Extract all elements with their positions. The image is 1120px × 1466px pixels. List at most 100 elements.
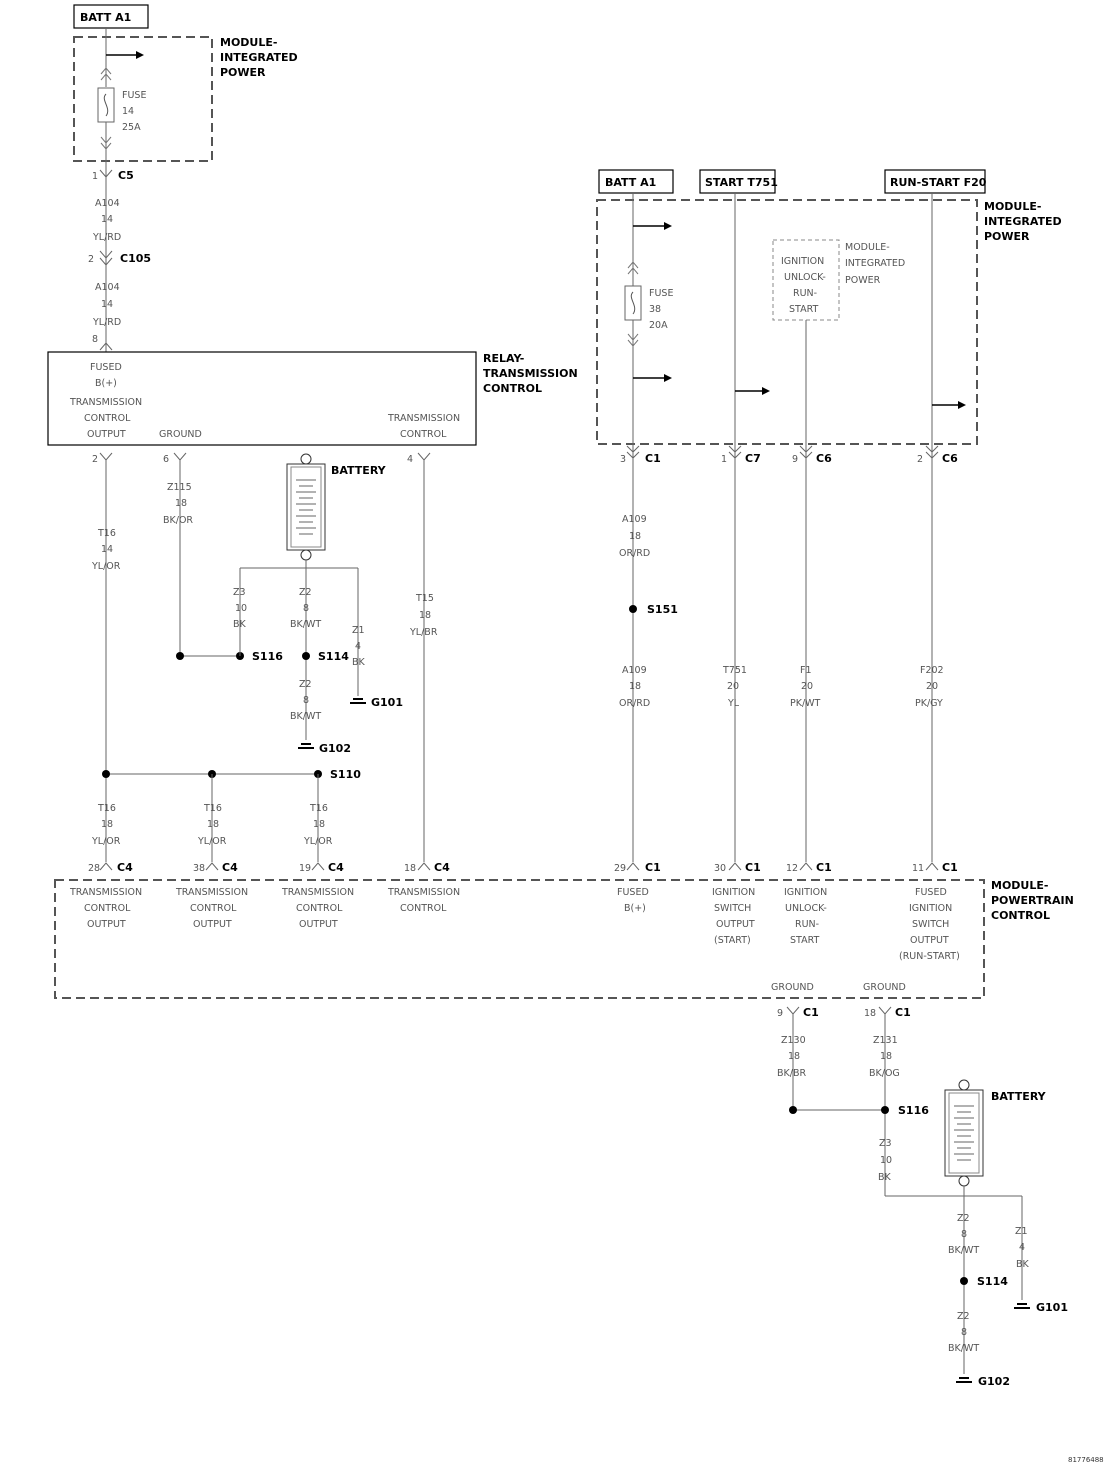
g101-right-label: G101	[1036, 1301, 1068, 1314]
t16-b-1: T16	[203, 803, 222, 814]
fuse-right-text-1: FUSE	[649, 288, 673, 299]
z115-junction-dot	[176, 652, 184, 660]
battery-left-neg-terminal	[300, 549, 312, 561]
g102-right-label: G102	[978, 1375, 1010, 1388]
pcm-c1-12-name: C1	[816, 861, 832, 874]
z130-2: 18	[788, 1051, 800, 1062]
pcm-c4-18-icon	[417, 862, 431, 871]
pcm-p28-2: CONTROL	[84, 903, 131, 914]
bus-arrow-right-2-head	[664, 374, 672, 382]
relay-p6-connector-icon	[173, 452, 187, 461]
g102-left-ground-icon	[298, 743, 314, 749]
mip-right-label-3: POWER	[984, 230, 1030, 243]
r-c7-1-pin: 1	[721, 454, 727, 465]
z2-left-bot-1: Z2	[299, 679, 312, 690]
pcm-c4-19-icon	[311, 862, 325, 871]
r-c6-2-icon	[925, 445, 939, 459]
battery-right-icon	[944, 1089, 984, 1177]
pcm-c1-29-pin: 29	[614, 863, 626, 874]
z3-right-2: 10	[880, 1155, 892, 1166]
pcm-p30-1: IGNITION	[712, 887, 755, 898]
battery-left-icon	[286, 463, 326, 551]
pcm-c1-11-icon	[925, 862, 939, 871]
pcm-p11-3: SWITCH	[912, 919, 949, 930]
t16-c-1: T16	[309, 803, 328, 814]
z3-left-2: 10	[235, 603, 247, 614]
pcm-p29-1: FUSED	[617, 887, 649, 898]
fuse-left-element	[103, 93, 109, 117]
a104-top-2: 14	[101, 214, 113, 225]
z115-3: BK/OR	[163, 515, 193, 526]
z2-left-top-1: Z2	[299, 587, 312, 598]
s110-junction-1	[102, 770, 110, 778]
pcm-p12-2: UNLOCK-	[785, 903, 827, 914]
r-c6-9-icon	[799, 445, 813, 459]
pcm-c1-18-name: C1	[895, 1006, 911, 1019]
fuse-left-chevron-top	[100, 67, 112, 81]
mip-right-boundary	[596, 199, 978, 445]
pcm-c4-18-name: C4	[434, 861, 450, 874]
r-c6-9-name: C6	[816, 452, 832, 465]
a104-top-1: A104	[95, 198, 120, 209]
relay-in-connector-icon	[99, 342, 113, 351]
z115-2: 18	[175, 498, 187, 509]
pcm-p12-1: IGNITION	[784, 887, 827, 898]
relay-tcm-out-3: OUTPUT	[87, 429, 126, 440]
z1-right-2: 4	[1019, 1242, 1025, 1253]
pcm-c4-38-pin: 38	[193, 863, 205, 874]
z2-left-bot-3: BK/WT	[290, 711, 321, 722]
pcm-p18-2: CONTROL	[400, 903, 447, 914]
relay-fused-1: FUSED	[90, 362, 122, 373]
c5-name: C5	[118, 169, 134, 182]
pcm-c4-19-name: C4	[328, 861, 344, 874]
pcm-c4-19-pin: 19	[299, 863, 311, 874]
z2-right-top-1: Z2	[957, 1213, 970, 1224]
z1-right-3: BK	[1016, 1259, 1030, 1270]
pcm-p11-5: (RUN-START)	[899, 951, 960, 962]
g102-right-ground-icon	[956, 1377, 972, 1383]
battery-right-pos-terminal	[958, 1079, 970, 1091]
mip-left-label-3: POWER	[220, 66, 266, 79]
pcm-p19-3: OUTPUT	[299, 919, 338, 930]
r-c7-1-icon	[728, 445, 742, 459]
battery-right-inner	[948, 1092, 980, 1174]
fuse-left-text-1: FUSE	[122, 90, 146, 101]
battery-left-pos-terminal	[300, 453, 312, 465]
z2-right-bot-1: Z2	[957, 1311, 970, 1322]
z130-junction-dot	[789, 1106, 797, 1114]
pcm-c1-12-icon	[799, 862, 813, 871]
relay-tcm-out-2: CONTROL	[84, 413, 131, 424]
r-c6-2-name: C6	[942, 452, 958, 465]
relay-transmission-control-box	[47, 351, 477, 446]
bus-arrow-head	[136, 51, 144, 59]
relay-p2-connector-icon	[99, 452, 113, 461]
a109-bot-1: A109	[622, 665, 647, 676]
s110-label: S110	[330, 768, 361, 781]
f1-3: PK/WT	[790, 698, 821, 709]
fuse-right-text-2: 38	[649, 304, 661, 315]
c5-pin: 1	[92, 171, 98, 182]
batt-a1-right-box	[598, 169, 674, 194]
battery-left-inner	[290, 466, 322, 548]
relay-p4-connector-icon	[417, 452, 431, 461]
battery-left-label: BATTERY	[331, 464, 387, 477]
pcm-p11-4: OUTPUT	[910, 935, 949, 946]
pcm-p38-3: OUTPUT	[193, 919, 232, 930]
a109-bot-2: 18	[629, 681, 641, 692]
start-t751-label: START T751	[705, 176, 778, 189]
fuse-right-element	[630, 291, 636, 315]
relay-in-pin: 8	[92, 334, 98, 345]
relay-tcm-2: CONTROL	[400, 429, 447, 440]
f202-3: PK/GY	[915, 698, 943, 709]
a104-bot-1: A104	[95, 282, 120, 293]
bus-arrow-right-1-head	[664, 222, 672, 230]
pcm-p18-1: TRANSMISSION	[387, 887, 460, 898]
pcm-p11-2: IGNITION	[909, 903, 952, 914]
z2-right-top-2: 8	[961, 1229, 967, 1240]
mip-inner-3: POWER	[845, 275, 881, 286]
t15-1: T15	[415, 593, 434, 604]
pcm-c1-29-icon	[626, 862, 640, 871]
bus-arrow-right-4-head	[958, 401, 966, 409]
pcm-p12-3: RUN-	[795, 919, 819, 930]
